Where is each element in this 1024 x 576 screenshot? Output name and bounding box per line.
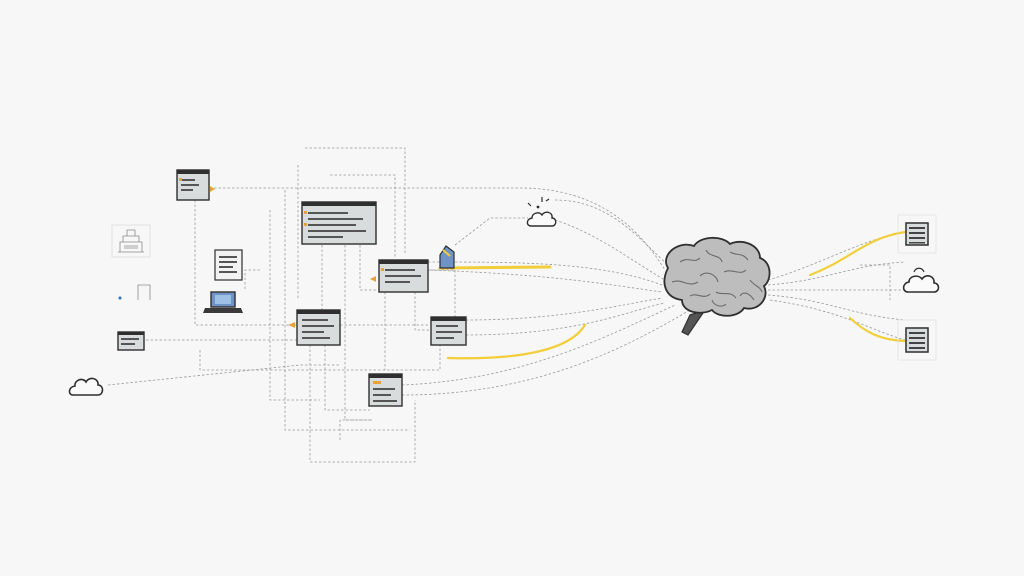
connector xyxy=(244,269,260,290)
highlight-connector xyxy=(438,265,552,270)
connector xyxy=(324,345,370,411)
laptop-icon[interactable] xyxy=(203,291,243,313)
document-window-icon[interactable] xyxy=(368,373,403,407)
connector xyxy=(414,292,430,331)
connector xyxy=(330,174,396,258)
cloud-icon xyxy=(68,377,104,396)
document-window-icon[interactable] xyxy=(288,309,341,346)
connector xyxy=(860,264,891,300)
node-frame xyxy=(897,214,937,361)
connector xyxy=(344,245,370,421)
connector xyxy=(428,269,456,320)
connector xyxy=(401,309,691,396)
highlight-lines xyxy=(438,230,907,360)
connector xyxy=(465,297,663,321)
document-window-icon[interactable] xyxy=(117,331,145,351)
cloud-icon xyxy=(526,197,557,227)
highlight-connector xyxy=(446,323,587,360)
connector xyxy=(429,269,663,293)
connector xyxy=(767,231,906,281)
connector xyxy=(199,345,441,371)
connector xyxy=(767,261,906,286)
server-rack-icon xyxy=(111,224,151,258)
connector xyxy=(359,245,380,291)
connector xyxy=(107,364,340,386)
folder-icon[interactable] xyxy=(439,245,455,269)
connector xyxy=(309,345,416,463)
connector xyxy=(339,419,372,440)
connector xyxy=(427,261,663,286)
connector xyxy=(767,294,906,321)
highlight-connector xyxy=(848,316,907,343)
connector xyxy=(269,210,320,401)
document-window-icon[interactable] xyxy=(430,316,467,346)
connector xyxy=(401,304,676,386)
brain-icon xyxy=(663,236,771,336)
database-icon[interactable] xyxy=(905,327,929,353)
document-window-icon[interactable] xyxy=(214,249,243,281)
document-window-icon[interactable] xyxy=(176,169,215,201)
connector xyxy=(465,302,666,336)
cloud-icon xyxy=(902,267,940,293)
connector xyxy=(284,190,410,431)
connector xyxy=(769,299,906,341)
antenna-icon xyxy=(118,284,151,300)
database-icon[interactable] xyxy=(905,222,929,246)
document-window-icon[interactable] xyxy=(301,201,377,245)
connector xyxy=(554,199,669,266)
connector xyxy=(214,187,666,271)
connector xyxy=(194,200,297,326)
connector xyxy=(454,217,528,246)
connector xyxy=(554,219,666,281)
document-window-icon[interactable] xyxy=(370,259,429,293)
connector xyxy=(305,147,406,255)
highlight-connector xyxy=(808,230,907,277)
